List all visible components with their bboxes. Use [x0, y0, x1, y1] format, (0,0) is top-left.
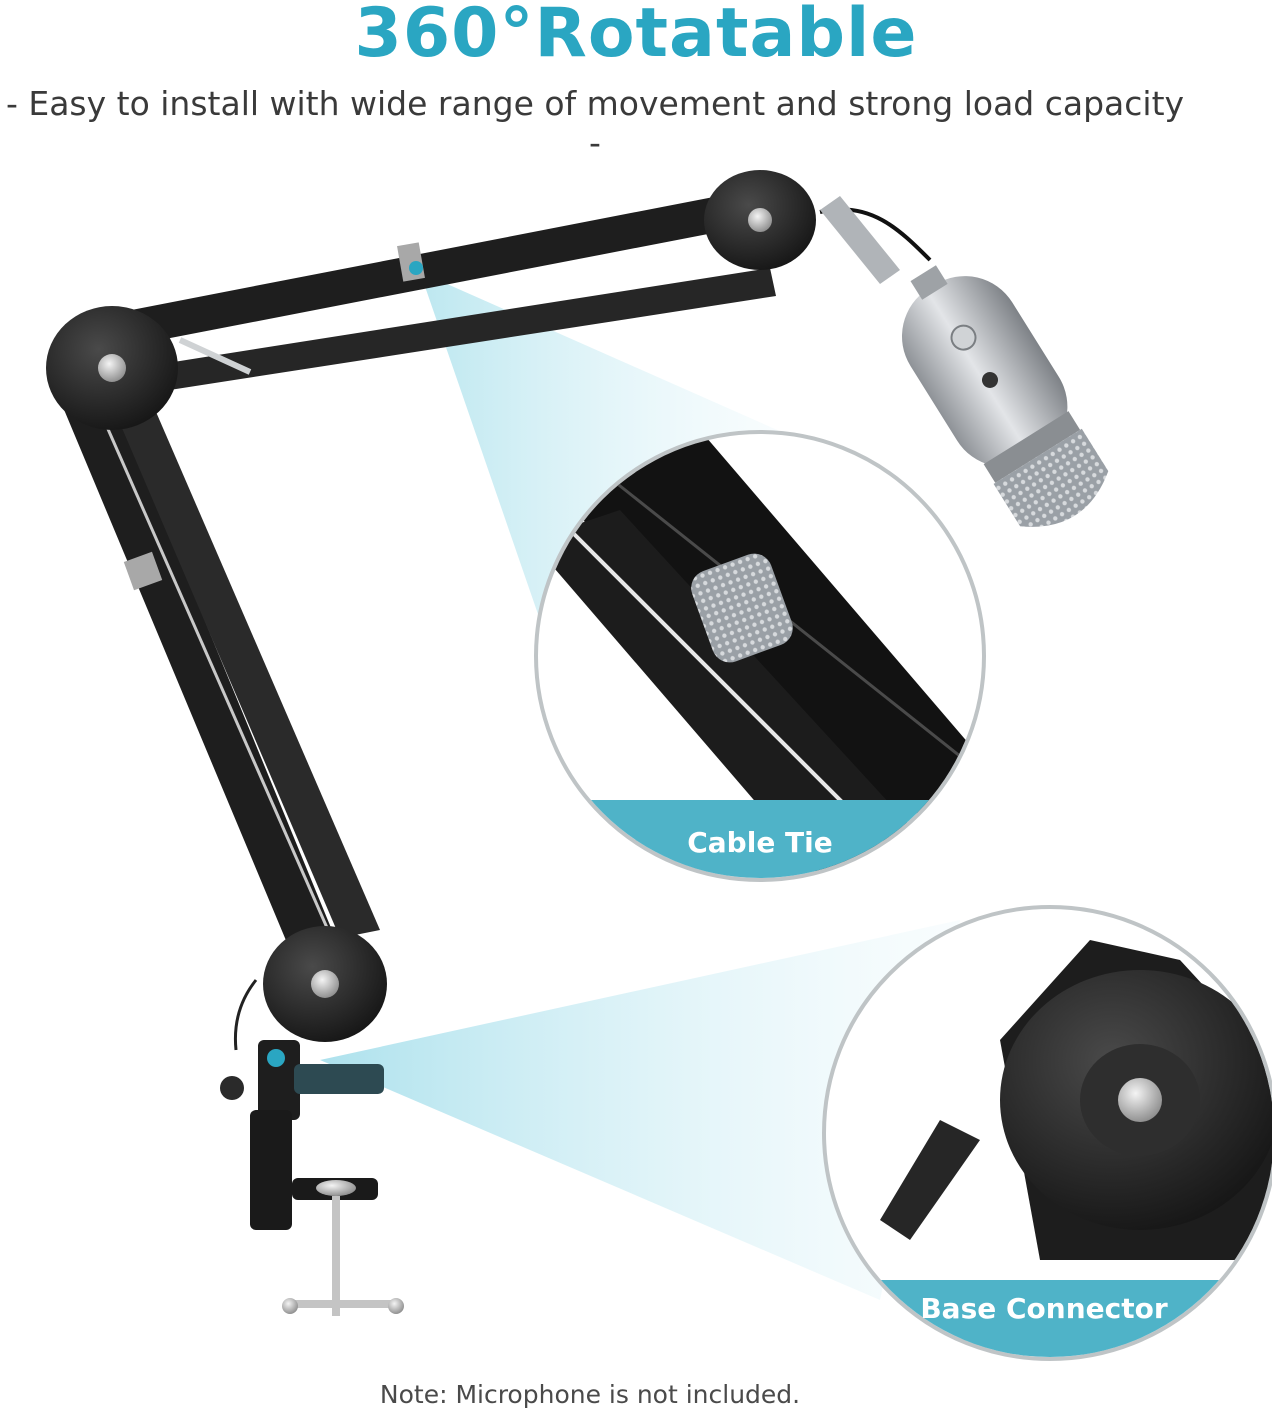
joint-bottom [263, 926, 387, 1042]
base-connector-beam [320, 920, 960, 1300]
footer-note: Note: Microphone is not included. [379, 1380, 801, 1409]
desk-clamp-illustration [220, 979, 404, 1316]
lower-arm [60, 395, 380, 950]
subheadline: - Easy to install with wide range of mov… [5, 84, 1185, 162]
joint-top-right [704, 170, 816, 270]
cable-tie-label: Cable Tie [687, 826, 833, 859]
base-connector-callout: Base Connector [822, 905, 1272, 1361]
upper-arm [90, 188, 776, 398]
cable-tie-callout: Cable Tie [534, 430, 986, 882]
headline: 360°Rotatable [354, 0, 918, 73]
microphone-illustration [901, 265, 1109, 527]
joint-top-left [46, 306, 178, 430]
cable-tie-beam [420, 272, 800, 620]
base-connector-label: Base Connector [920, 1292, 1168, 1325]
